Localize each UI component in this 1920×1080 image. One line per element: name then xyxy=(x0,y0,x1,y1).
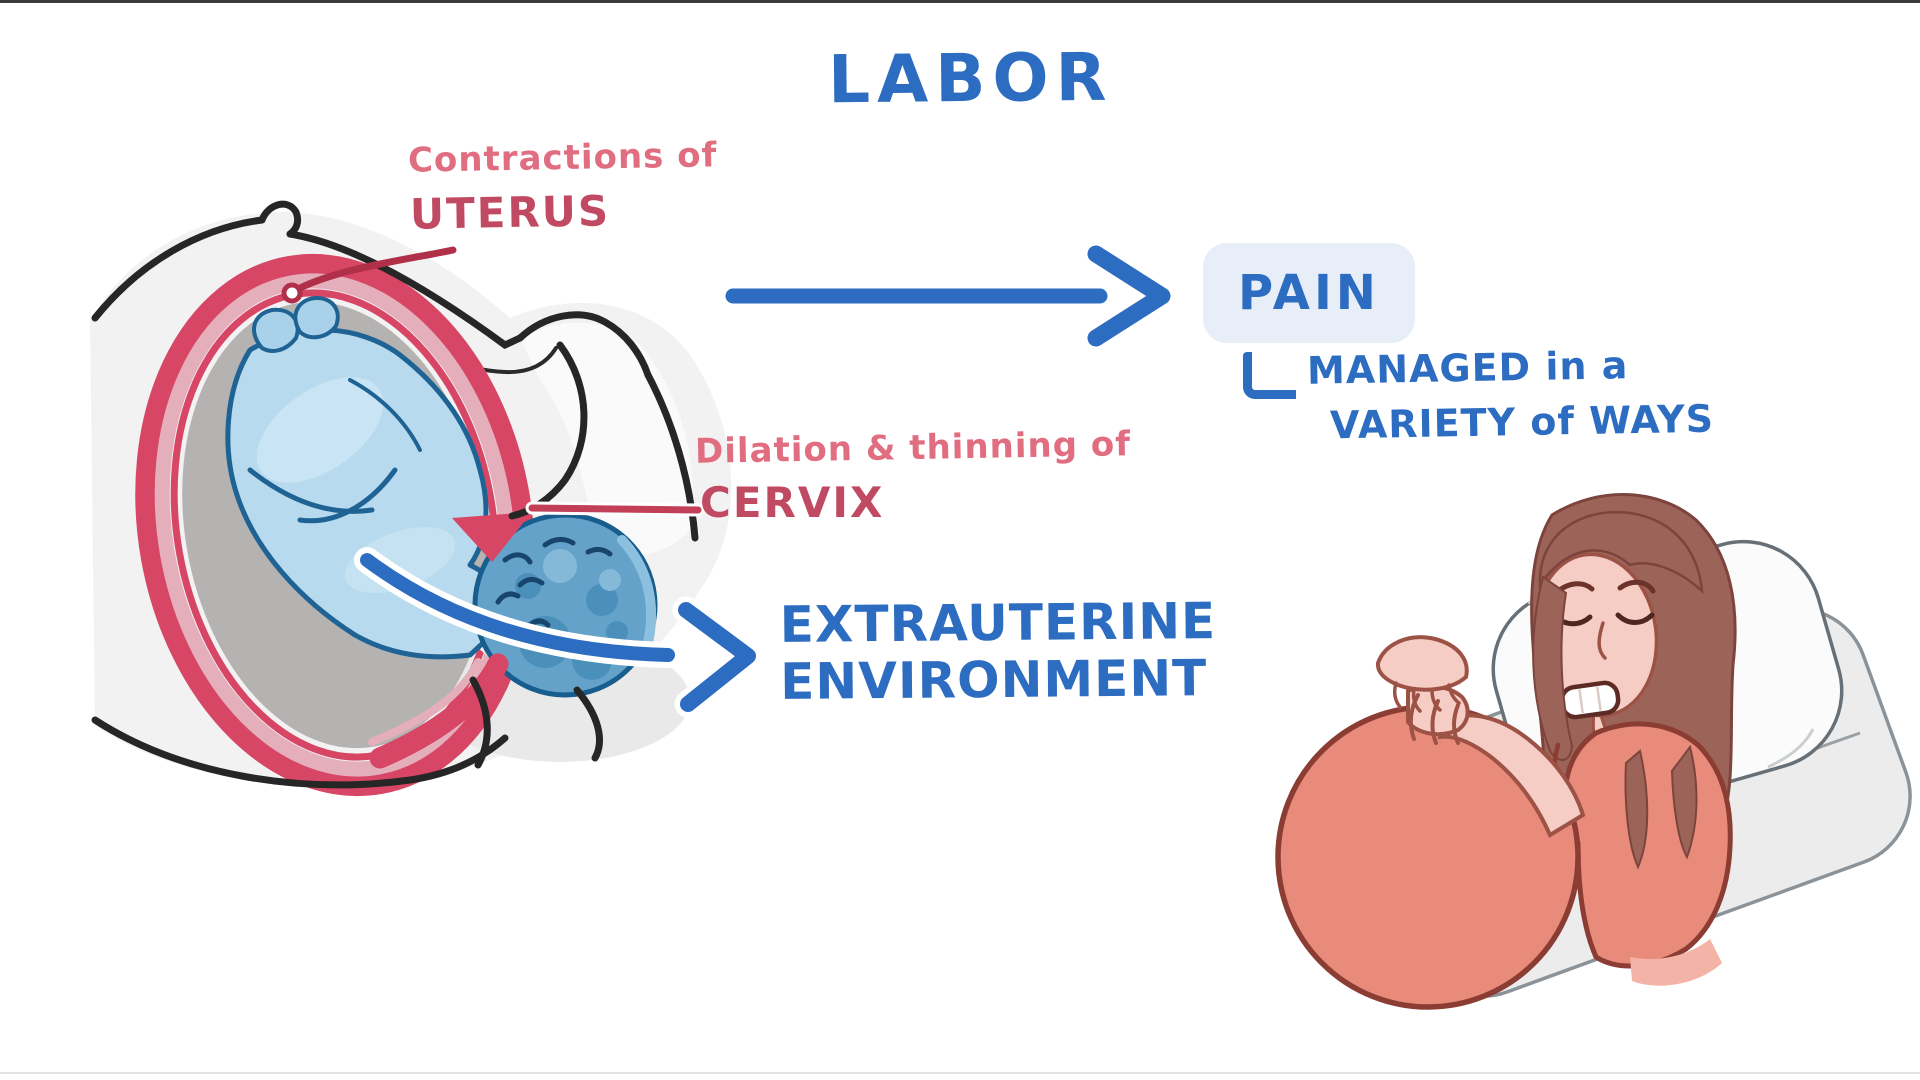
page-title: LABOR xyxy=(827,38,1114,119)
nose xyxy=(1597,621,1607,660)
cervix-pointer-line xyxy=(525,501,705,517)
extrauterine-label: EXTRAUTERINE ENVIRONMENT xyxy=(779,592,1217,711)
fetus-arm xyxy=(297,467,398,524)
uterus-label-prefix: Contractions of xyxy=(407,135,718,181)
extrauterine-line2: ENVIRONMENT xyxy=(779,649,1208,711)
shirt-torso xyxy=(1562,721,1733,969)
fetus-shoulder-crease xyxy=(348,378,422,452)
managed-line2: VARIETY of WAYS xyxy=(1329,396,1715,448)
cervix-label: CERVIX xyxy=(700,478,885,527)
elbow-bracket-icon xyxy=(1243,352,1296,399)
fetus xyxy=(225,295,658,698)
pregnant-woman-illustration xyxy=(1275,493,1912,1010)
pillow-fold-2 xyxy=(1767,728,1815,769)
shirt-fold-light xyxy=(1630,939,1722,986)
pain-highlight-box: PAIN xyxy=(1203,243,1415,343)
bottom-border-line xyxy=(0,1072,1920,1074)
fetus-foot xyxy=(252,307,300,353)
hair-strand-front xyxy=(1624,749,1649,870)
managed-line1: MANAGED in a xyxy=(1306,343,1629,393)
grimacing-mouth xyxy=(1559,680,1621,720)
pain-label: PAIN xyxy=(1238,265,1380,321)
cervix-label-prefix: Dilation & thinning of xyxy=(694,424,1132,472)
hair-strand-shoulder xyxy=(1670,744,1698,860)
cervix xyxy=(368,512,532,769)
finger-lines-top xyxy=(1392,681,1461,713)
fetus-foot-2 xyxy=(293,295,340,340)
head-highlight xyxy=(617,535,657,660)
forearm xyxy=(1437,713,1586,838)
uterus-label: UTERUS xyxy=(409,186,611,239)
closed-eye-right xyxy=(1615,612,1655,625)
extrauterine-line1: EXTRAUTERINE xyxy=(779,592,1217,654)
hair-front xyxy=(1538,510,1704,595)
straight-arrow-icon xyxy=(725,245,1171,347)
uterus-fetus-illustration xyxy=(90,200,732,797)
fetus-leg-crease xyxy=(247,467,375,514)
top-border-line xyxy=(0,0,1920,3)
hair-strand-left xyxy=(1532,575,1574,761)
hand-on-belly-top xyxy=(1375,635,1469,692)
body-outline-strokes xyxy=(91,200,699,789)
curved-arrow-icon xyxy=(354,547,762,718)
eyebrow-right xyxy=(1617,579,1656,594)
uterus-pointer-line xyxy=(281,246,457,304)
